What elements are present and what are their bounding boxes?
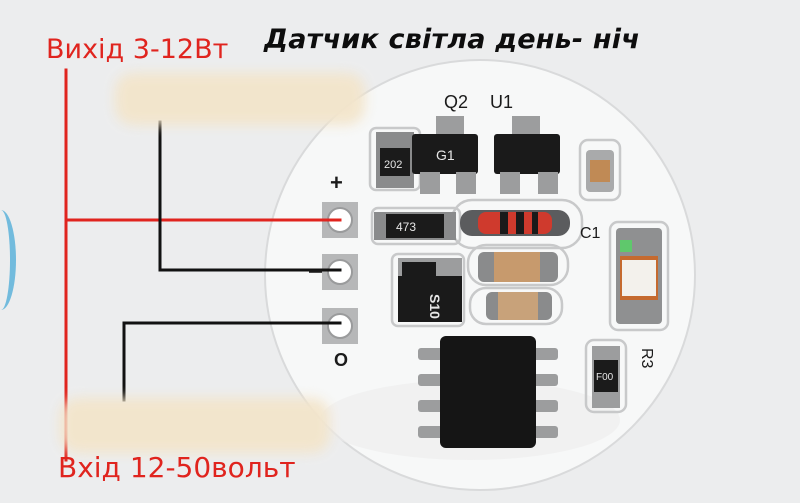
silk-r3: R3 (638, 348, 655, 369)
resistor-r3 (592, 346, 620, 408)
r1-code: 202 (384, 159, 402, 171)
light-sensor (616, 228, 662, 324)
capacitors (478, 150, 614, 320)
resistor-r2 (374, 212, 456, 240)
left-edge-reflection (0, 210, 16, 310)
zero-mark: O (334, 350, 348, 370)
ic-u1 (494, 116, 560, 194)
resistor-r1 (376, 132, 414, 188)
silk-q2: Q2 (444, 92, 468, 112)
q2-mark: G1 (436, 147, 455, 163)
input-label: Вхід 12-50вольт (58, 451, 296, 484)
r3-code: F00 (596, 372, 614, 383)
transistor-q2 (412, 116, 478, 194)
wiring (64, 68, 342, 462)
diode-mark: S10 (427, 294, 443, 319)
plus-mark: + (330, 170, 343, 195)
blurred-area-top (115, 73, 365, 125)
zener-diode (460, 210, 570, 236)
ic-soic8 (418, 336, 558, 448)
diode-s10 (398, 258, 462, 322)
silk-c1: C1 (580, 225, 601, 242)
r2-code: 473 (396, 220, 416, 234)
blurred-area-bottom (60, 398, 330, 453)
output-label: Вихід 3-12Вт (46, 34, 229, 65)
silk-u1: U1 (490, 92, 513, 112)
minus-mark: I (306, 269, 326, 274)
page-title: Датчик світла день- ніч (264, 24, 640, 55)
